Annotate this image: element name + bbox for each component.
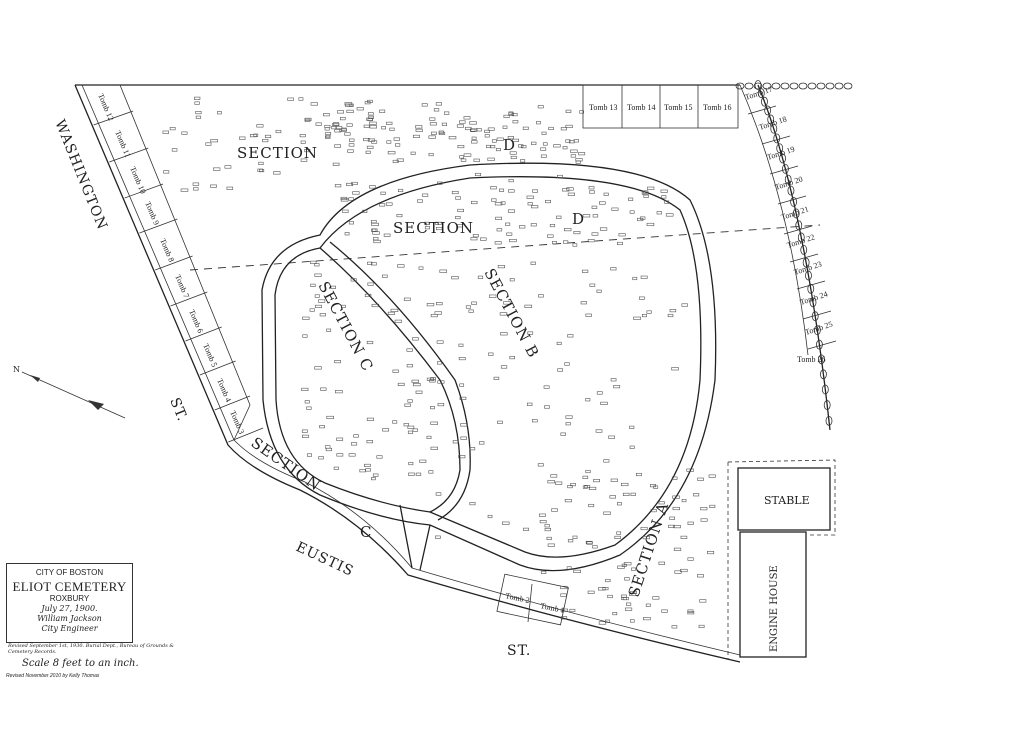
section-d-top-letter: D [503, 136, 516, 154]
tomb-left-label: Tomb 8 [158, 237, 176, 263]
boundary-inner [81, 84, 741, 656]
tomb-left-label: Tomb 7 [173, 273, 191, 299]
revised-by-note: Revised November 2010 by Kelly Thomas [6, 673, 100, 679]
right-tomb-dividers [747, 105, 837, 350]
tomb-right-label: Tomb 18 [758, 115, 788, 132]
engine-house-label: ENGINE HOUSE [769, 565, 780, 652]
tomb-15-label: Tomb 15 [664, 103, 693, 112]
tomb-14-label: Tomb 14 [627, 103, 656, 112]
section-d-top-word: SECTION [237, 144, 318, 162]
eustis-street-label: EUSTIS [293, 539, 356, 580]
compass-north-label: N [13, 365, 20, 374]
tomb-left-label: Tomb 12 [96, 92, 115, 122]
path-loop-inner [274, 176, 702, 558]
title-district: ROXBURY [49, 594, 90, 603]
path-section-c [319, 241, 471, 521]
tomb-left-label: Tomb 9 [143, 200, 161, 226]
top-tomb-block [582, 84, 739, 129]
title-signature: William Jackson [37, 614, 102, 623]
title-cemetery-name: ELIOT CEMETERY [12, 579, 127, 594]
section-divider-dashed [189, 224, 821, 271]
path-loop-outer [261, 162, 717, 572]
grave-markers [162, 96, 716, 629]
section-b-label: SECTION B [480, 265, 542, 361]
tomb-26-label: Tomb 26 [797, 355, 826, 364]
revision-note: Revised September 1st, 1930. Burial Dept… [8, 643, 174, 655]
tomb-16-label: Tomb 16 [703, 103, 732, 112]
tomb-left-label: Tomb 6 [187, 308, 205, 334]
stable-label: STABLE [764, 494, 810, 507]
section-d-inner-letter: D [572, 210, 585, 228]
washington-street-label: WASHINGTON [51, 118, 110, 233]
tomb-left-label: Tomb 5 [201, 342, 219, 368]
title-date: July 27, 1900. [41, 604, 98, 613]
tomb-left-label: Tomb 10 [128, 165, 147, 195]
tomb-left-label: Tomb 11 [113, 129, 132, 159]
path-gate [399, 504, 431, 571]
left-tomb-dividers [93, 110, 264, 443]
tomb-right-label: Tomb 20 [774, 175, 804, 192]
scale-note: Scale 8 feet to an inch. [22, 658, 139, 669]
stone-wall [735, 80, 853, 426]
compass-north-arrow: N [13, 365, 126, 419]
tomb-left-label: Tomb 4 [215, 377, 233, 403]
engine-house-building [739, 531, 807, 658]
title-role: City Engineer [41, 624, 98, 633]
left-tomb-strip [119, 84, 251, 441]
eustis-st-suffix: ST. [507, 643, 531, 659]
right-wall [739, 84, 809, 356]
tomb-13-label: Tomb 13 [589, 103, 618, 112]
tomb-left-label: Tomb 3 [228, 409, 246, 435]
section-d-inner-word: SECTION [393, 219, 474, 237]
title-city: CITY OF BOSTON [35, 568, 104, 577]
stable-building [737, 467, 831, 531]
washington-st-suffix: ST. [166, 396, 190, 425]
title-block: CITY OF BOSTON ELIOT CEMETERY ROXBURY Ju… [6, 563, 133, 643]
section-c-outer-letter: C [360, 523, 372, 541]
tomb-right-label: Tomb 19 [766, 145, 796, 162]
